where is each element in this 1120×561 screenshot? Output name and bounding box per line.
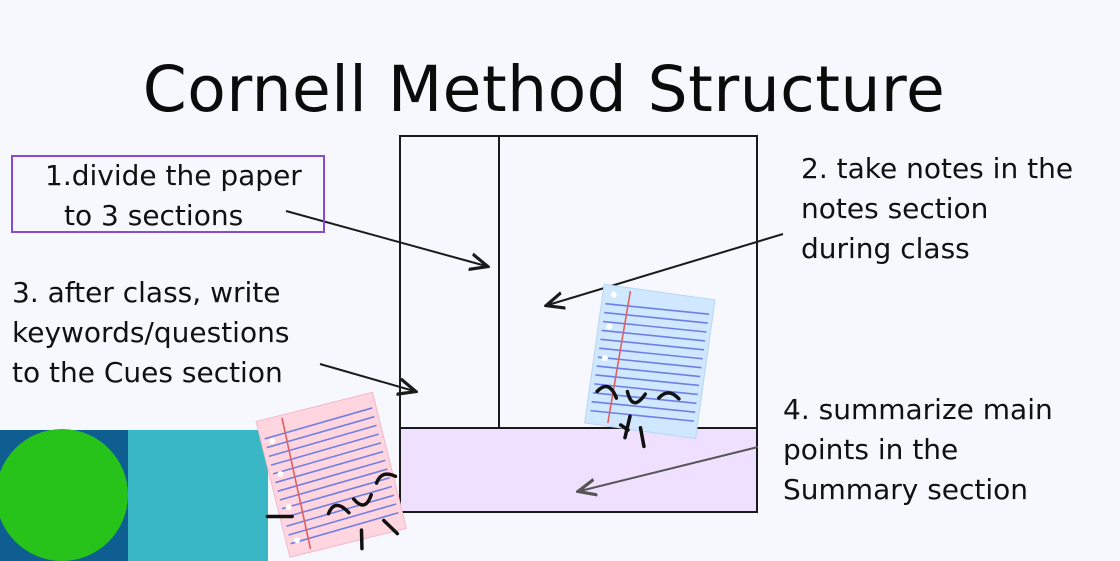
step4-text: 4. summarize main points in the Summary … (783, 390, 1053, 510)
step4-line2: points in the (783, 433, 959, 466)
step2-line2: notes section (801, 192, 989, 225)
blue-paper-doodle-icon (584, 283, 716, 449)
green-circle-icon (0, 429, 128, 561)
step1-line2: to 3 sections (64, 199, 244, 232)
arrow-icon (319, 363, 414, 391)
arrow-icon (580, 446, 759, 491)
teal-block (128, 430, 268, 561)
pink-paper-doodle-icon (255, 391, 407, 558)
step2-text: 2. take notes in the notes section durin… (801, 149, 1073, 269)
step2-line3: during class (801, 232, 970, 265)
step3-line3: to the Cues section (12, 356, 283, 389)
summary-section (400, 428, 757, 512)
step2-line1: 2. take notes in the (801, 152, 1074, 185)
step3-line2: keywords/questions (12, 316, 290, 349)
step1-highlight-box (11, 155, 325, 233)
step4-line3: Summary section (783, 473, 1029, 506)
step3-line1: 3. after class, write (12, 276, 281, 309)
page-title: Cornell Method Structure (142, 53, 946, 126)
step3-text: 3. after class, write keywords/questions… (12, 273, 289, 393)
paper-outline (399, 135, 758, 513)
arrow-icon (285, 210, 486, 266)
step1-line1: 1.divide the paper (45, 159, 302, 192)
arrow-icon (548, 233, 784, 305)
step4-line1: 4. summarize main (783, 393, 1053, 426)
